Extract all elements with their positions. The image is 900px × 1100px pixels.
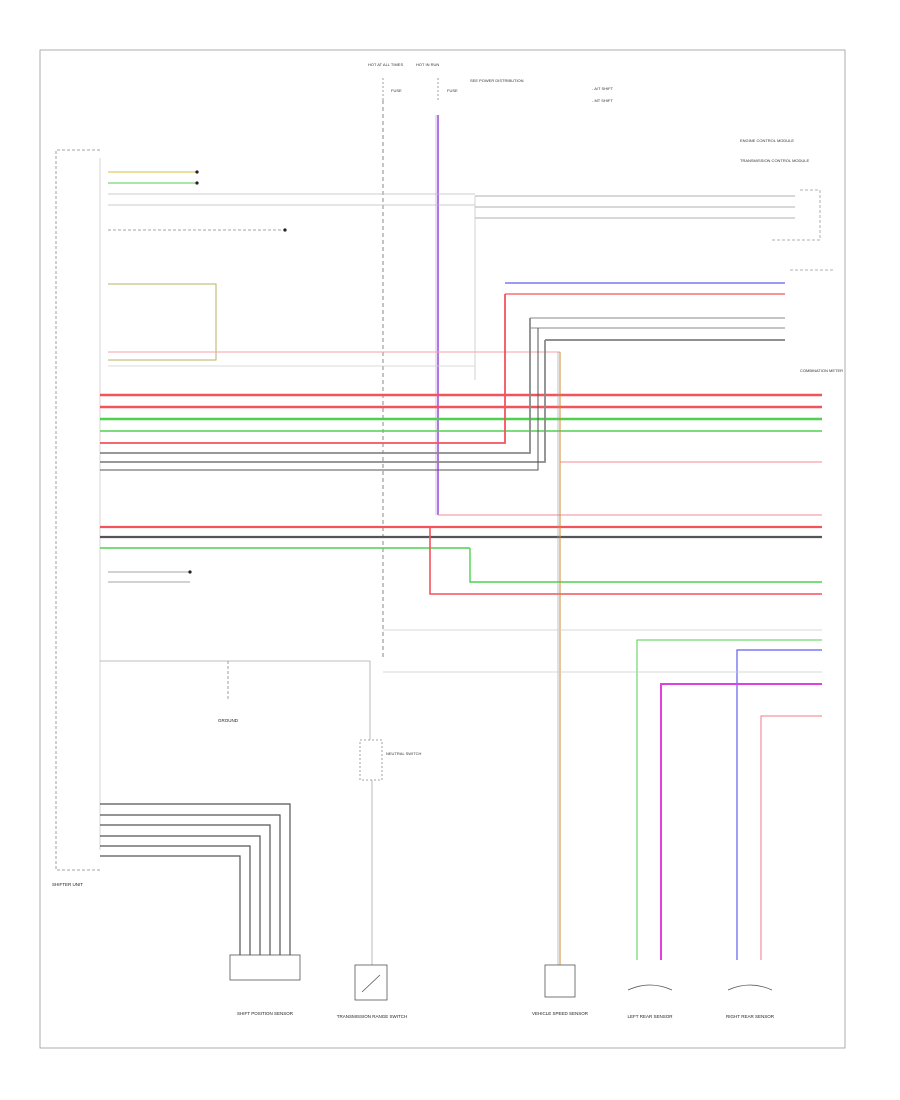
shifter-unit-label: SHIFTER UNIT: [52, 882, 83, 887]
ecm-label: ENGINE CONTROL MODULE: [740, 138, 794, 143]
hot-in-run-label: HOT IN RUN: [416, 62, 439, 67]
wire-gray-to-connector-b: [100, 340, 546, 463]
vehicle-speed-sensor: VEHICLE SPEED SENSOR: [532, 964, 589, 1016]
can-bus-wires: [475, 195, 795, 219]
wire-olive-loop: [108, 283, 217, 361]
fuse-b-label: FUSE: [447, 88, 458, 93]
right-connector-lines: [505, 282, 785, 341]
wire-pink-sensor: [760, 715, 822, 960]
fuse-group: HOT AT ALL TIMES HOT IN RUN FUSE FUSE SE…: [368, 62, 614, 103]
svg-text:NEUTRAL SWITCH: NEUTRAL SWITCH: [386, 751, 422, 756]
diagram-frame: [39, 49, 846, 1049]
hot-at-all-times-label: HOT AT ALL TIMES: [368, 62, 403, 67]
fuse-a-label: FUSE: [391, 88, 402, 93]
right-rear-sensor: RIGHT REAR SENSOR: [726, 984, 775, 1019]
neutral-switch: NEUTRAL SWITCH: [359, 739, 422, 965]
svg-text:SHIFT POSITION SENSOR: SHIFT POSITION SENSOR: [237, 1011, 294, 1016]
main-horizontal-bus: [100, 393, 822, 432]
svg-text:RIGHT REAR SENSOR: RIGHT REAR SENSOR: [726, 1014, 775, 1019]
fuse-note-label: SEE POWER DISTRIBUTION: [470, 78, 524, 83]
svg-text:TRANSMISSION RANGE SWITCH: TRANSMISSION RANGE SWITCH: [337, 1014, 408, 1019]
wire-blue-sensor: [736, 649, 822, 960]
shifter-unit-box: [55, 149, 100, 871]
wire-gray-neutral: [100, 660, 371, 740]
left-rear-sensor: LEFT REAR SENSOR: [628, 984, 674, 1019]
wire-green-sensor: [636, 639, 822, 960]
combination-meter-label: COMBINATION METER: [800, 368, 843, 373]
wire-gray-to-connector-a: [100, 318, 531, 454]
ecm-connector: ENGINE CONTROL MODULE TRANSMISSION CONTR…: [740, 138, 835, 271]
sensor-bundle: [100, 803, 291, 955]
transmission-range-switch: TRANSMISSION RANGE SWITCH: [337, 964, 408, 1019]
legend-a-label: - A/T SHIFT: [592, 86, 614, 91]
tcm-label: TRANSMISSION CONTROL MODULE: [740, 158, 810, 163]
shift-position-sensor: SHIFT POSITION SENSOR: [229, 954, 301, 1016]
lower-horizontal-bus: [100, 525, 822, 595]
svg-text:LEFT REAR SENSOR: LEFT REAR SENSOR: [628, 1014, 674, 1019]
svg-text:VEHICLE SPEED SENSOR: VEHICLE SPEED SENSOR: [532, 1011, 589, 1016]
wire-red-to-connector: [100, 294, 506, 444]
legend-b-label: - MT SHIFT: [592, 98, 613, 103]
upper-left-wires: [108, 170, 475, 232]
ground-label: GROUND: [218, 718, 239, 723]
wire-black-to-connector: [100, 328, 539, 471]
wire-magenta-sensor: [660, 683, 822, 960]
